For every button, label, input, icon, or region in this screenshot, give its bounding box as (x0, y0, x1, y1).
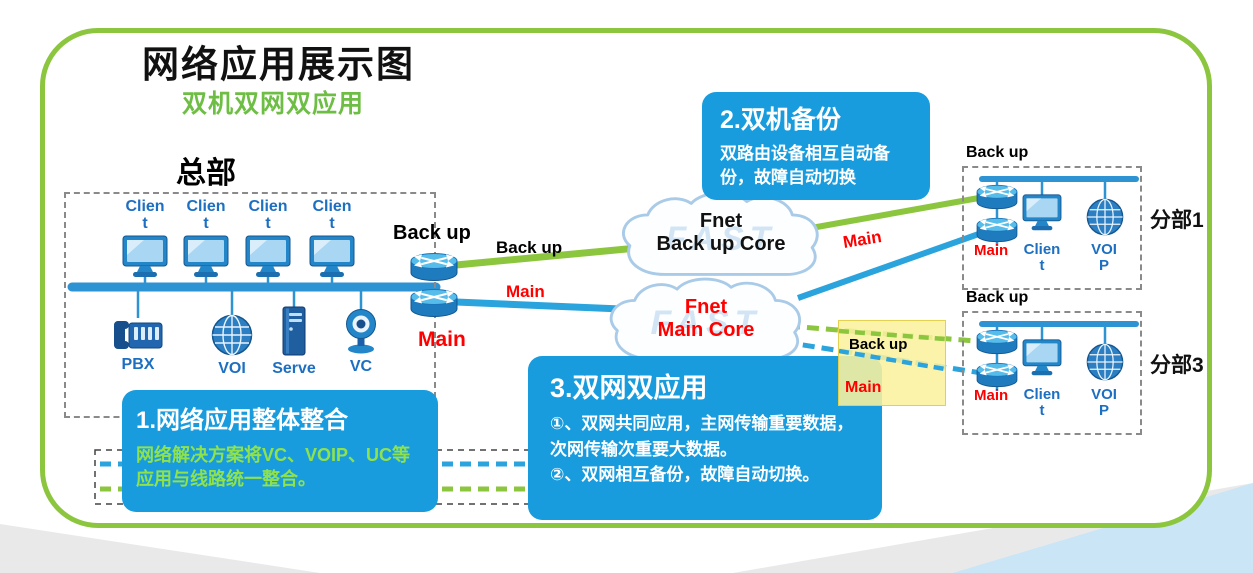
vc-camera-icon (341, 308, 381, 354)
client-label: Clien (312, 198, 352, 215)
router-icon (974, 184, 1020, 210)
router-icon (408, 252, 460, 282)
main-core-cloud: FAST Fnet Main Core (600, 276, 812, 370)
client-label: t (142, 215, 148, 232)
callout-2-title: 2.双机备份 (720, 106, 841, 134)
branch3-client-label: Clien t (1020, 387, 1064, 419)
client-label: t (1039, 402, 1045, 419)
client-computer-icon (245, 235, 291, 279)
client-computer-icon (1022, 339, 1062, 377)
branch3-client (1022, 339, 1062, 382)
client-label: Clien (248, 198, 288, 215)
branch1-group: Back up Main Clien t VOI P 分部1 (962, 144, 1222, 296)
branch1-voip-label: VOI P (1082, 242, 1126, 274)
hq-client-3: Clien t (239, 198, 297, 279)
branch1-main-label: Main (974, 242, 1009, 259)
branch3-main-label: Main (974, 387, 1009, 404)
page-title: 网络应用展示图 (142, 44, 415, 85)
branch3-links-highlight: Back up Main (838, 320, 946, 406)
cloud-line1: Fnet (699, 210, 743, 232)
highlight-backup-label: Back up (849, 336, 908, 353)
client-computer-icon (309, 235, 355, 279)
callout-3-body-2: ②、双网相互备份，故障自动切换。 (550, 465, 820, 484)
branch3-voip (1086, 343, 1124, 386)
cloud-line1: Fnet (684, 296, 728, 318)
client-label: Clien (186, 198, 226, 215)
voip-globe-icon (1086, 198, 1124, 236)
page-subtitle: 双机双网双应用 (182, 90, 365, 118)
branch1-backup-label: Back up (966, 144, 1029, 161)
hq-client-4: Clien t (303, 198, 361, 279)
client-label: t (265, 215, 271, 232)
hq-voip: VOI (206, 314, 258, 378)
callout-1-body: 网络解决方案将VC、VOIP、UC等应用与线路统一整合。 (136, 445, 411, 490)
hq-main-router-label: Main (418, 328, 466, 351)
branch3-name: 分部3 (1150, 354, 1204, 377)
client-label: t (329, 215, 335, 232)
router-icon (974, 329, 1020, 355)
cloud-watermark: FAST (665, 220, 777, 258)
branch3-backup-label: Back up (966, 289, 1029, 306)
pbx-label: PBX (121, 356, 155, 373)
backup-core-cloud: FAST Fnet Back up Core (612, 190, 830, 286)
voip-globe-icon (211, 314, 253, 356)
hq-main-router (408, 288, 460, 323)
pbx-icon (112, 318, 164, 352)
voip-label: VOI (218, 360, 246, 377)
hq-server: Serve (270, 306, 318, 378)
hq-title: 总部 (176, 157, 236, 190)
client-computer-icon (122, 235, 168, 279)
client-label: Clien (125, 198, 165, 215)
highlight-main-label: Main (845, 379, 882, 396)
hq-backup-router-label: Back up (393, 222, 471, 244)
highlight-dashed-lines (839, 328, 945, 372)
main-link-label: Main (506, 282, 545, 301)
hq-pbx: PBX (106, 318, 170, 374)
client-computer-icon (1022, 194, 1062, 232)
callout-1-integration: 1.网络应用整体整合 网络解决方案将VC、VOIP、UC等应用与线路统一整合。 (122, 390, 438, 512)
callout-1-title: 1.网络应用整体整合 (136, 407, 349, 434)
callout-2-body: 双路由设备相互自动备份，故障自动切换 (720, 144, 890, 187)
branch3-voip-label: VOI P (1082, 387, 1126, 419)
server-label: Serve (272, 360, 316, 377)
branch1-voip (1086, 198, 1124, 241)
voip-label: VOI (1091, 241, 1117, 258)
branch1-client (1022, 194, 1062, 237)
voip-label: P (1098, 402, 1109, 419)
branch3-backup-router (974, 329, 1020, 360)
callout-3-body-1: ①、双网共同应用，主网传输重要数据，次网传输次重要大数据。 (550, 414, 854, 459)
hq-vc: VC (336, 308, 386, 376)
client-computer-icon (183, 235, 229, 279)
server-icon (282, 306, 306, 356)
router-icon (408, 288, 460, 318)
vc-label: VC (349, 358, 373, 375)
branch3-dashed-box (962, 311, 1142, 435)
router-icon (974, 217, 1020, 243)
callout-3-dual-network: 3.双网双应用 ①、双网共同应用，主网传输重要数据，次网传输次重要大数据。 ②、… (528, 356, 882, 520)
voip-label: P (1098, 257, 1109, 274)
cloud-line2: Back up Core (656, 233, 786, 255)
backup-link-label: Back up (496, 238, 563, 257)
cloud-watermark: FAST (650, 304, 762, 342)
client-label: Clien (1023, 386, 1061, 403)
branch1-client-label: Clien t (1020, 242, 1064, 274)
callout-3-title: 3.双网双应用 (550, 373, 708, 403)
hq-client-1: Clien t (116, 198, 174, 279)
voip-label: VOI (1091, 386, 1117, 403)
main-cloud-text: Fnet Main Core (600, 296, 812, 342)
hq-client-2: Clien t (177, 198, 235, 279)
voip-globe-icon (1086, 343, 1124, 381)
branch1-dashed-box (962, 166, 1142, 290)
branch3-group: Back up Main Clien t VOI P 分部3 (962, 289, 1222, 441)
callout-2-dual-router-backup: 2.双机备份 双路由设备相互自动备份，故障自动切换 (702, 92, 930, 200)
cloud-line2: Main Core (657, 319, 755, 341)
client-label: t (203, 215, 209, 232)
client-label: Clien (1023, 241, 1061, 258)
hq-backup-router (408, 252, 460, 287)
branch1-name: 分部1 (1150, 209, 1204, 232)
branch1-backup-router (974, 184, 1020, 215)
router-icon (974, 362, 1020, 388)
backup-cloud-text: Fnet Back up Core (612, 210, 830, 256)
client-label: t (1039, 257, 1045, 274)
